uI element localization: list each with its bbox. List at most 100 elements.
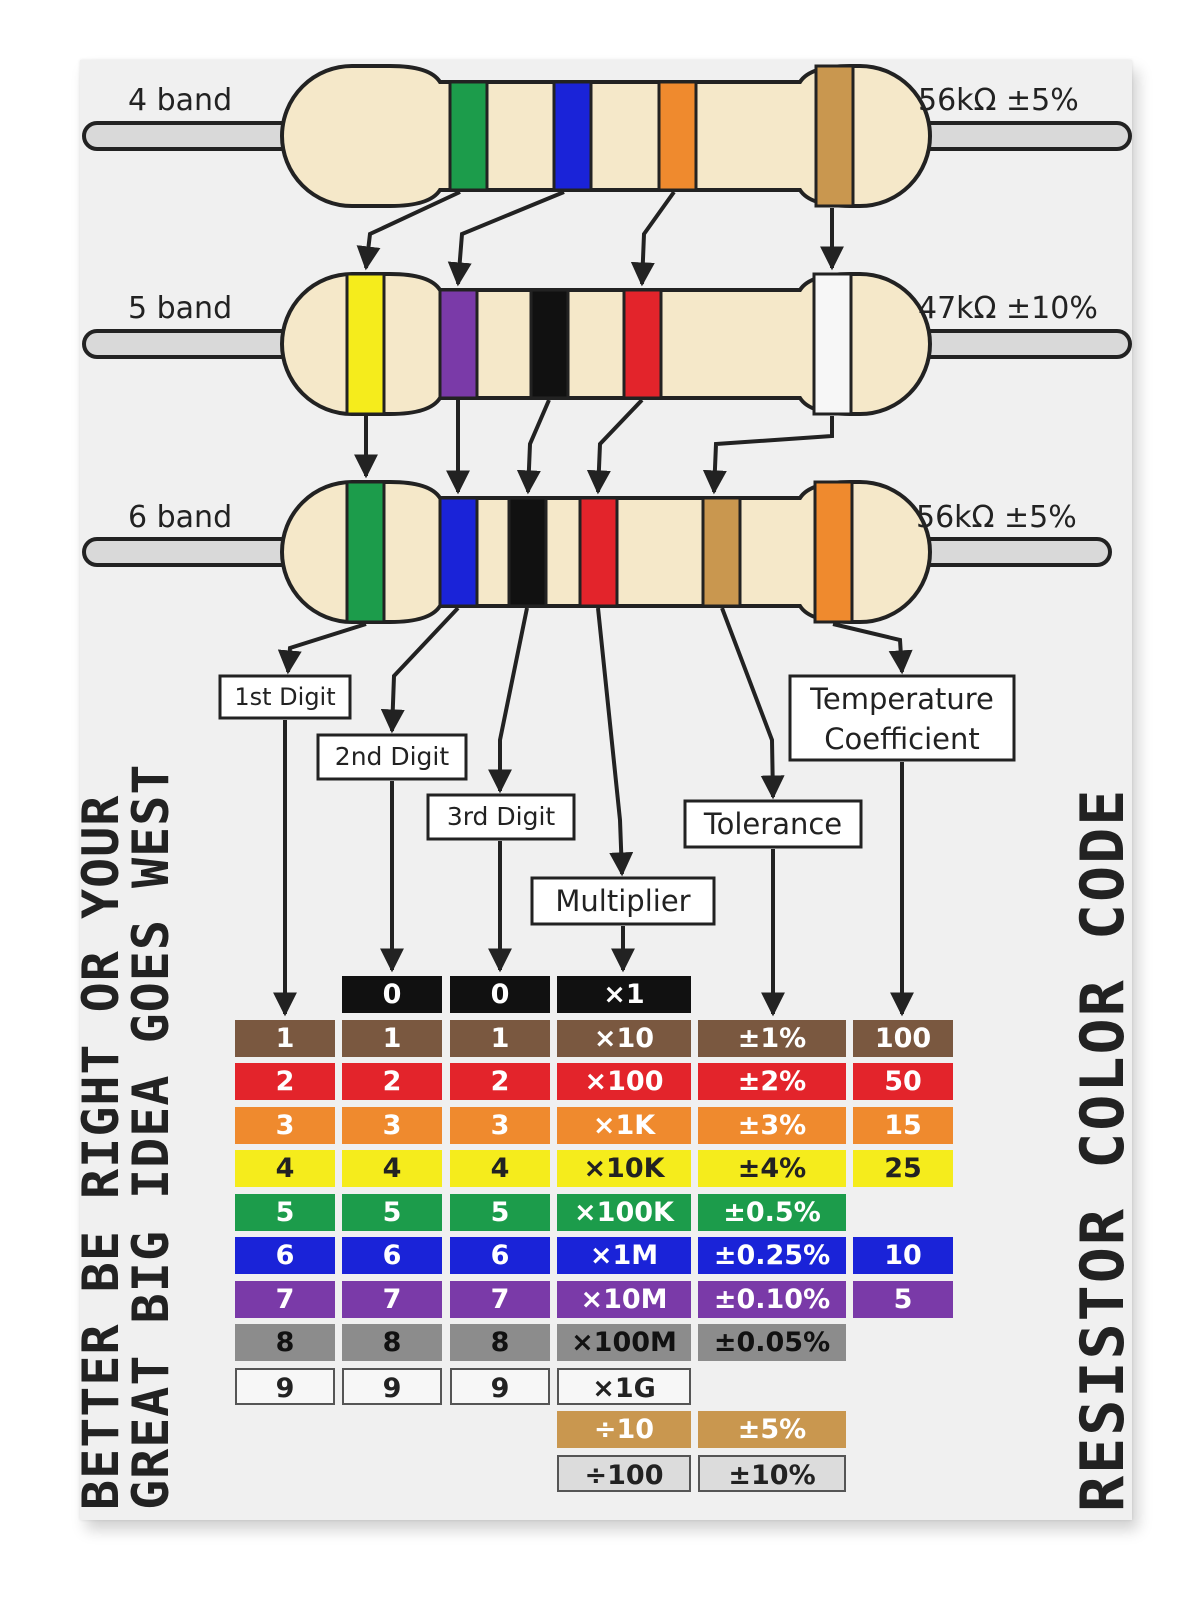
table-cell: 4: [450, 1150, 550, 1187]
poster-title: RESISTOR COLOR CODE: [1068, 787, 1138, 1512]
table-cell: ÷100: [557, 1454, 691, 1492]
arrow-band4-to-box: [596, 607, 634, 877]
box-tolerance-label: Tolerance: [703, 807, 842, 841]
table-cell: 8: [450, 1324, 550, 1361]
box-multiplier: [530, 876, 716, 926]
arrow-5to6-digit3: [516, 399, 551, 495]
arrow-4to5-digit2: [447, 190, 565, 287]
table-cell: 8: [235, 1324, 335, 1361]
table-arrows: [273, 720, 914, 1017]
box-3rd-digit-label: 3rd Digit: [447, 802, 556, 831]
table-cell: 1: [235, 1019, 335, 1057]
arrow-4to5-digit1: [356, 190, 461, 271]
band: [701, 496, 742, 608]
table-cell: 9: [450, 1367, 550, 1405]
band: [345, 272, 386, 416]
resistor-6-band: 6 band 56kΩ ±5%: [82, 480, 1112, 624]
table-cell: 7: [450, 1280, 550, 1318]
resistor-5-band: 5 band 47kΩ ±10%: [82, 272, 1132, 416]
arrow-5to6-tolerance: [702, 416, 834, 495]
table-cell: ×1G: [557, 1367, 691, 1405]
band: [529, 288, 570, 400]
band: [507, 496, 548, 608]
table-cell: ×100M: [557, 1324, 691, 1361]
table-cell: ±0.05%: [698, 1324, 846, 1361]
band-label: 4 band: [128, 83, 232, 118]
band: [814, 64, 855, 208]
lead-left: [82, 121, 296, 151]
box-1st-digit-label: 1st Digit: [234, 683, 335, 711]
table-cell: 50: [853, 1063, 953, 1100]
table-cell: ×1: [557, 976, 691, 1013]
band: [345, 480, 386, 624]
table-cell: 3: [450, 1106, 550, 1144]
table-cell: 15: [853, 1106, 953, 1144]
band-role-boxes: 1st Digit 2nd Digit 3rd Digit Multiplier…: [218, 674, 1016, 926]
table-cell: 8: [342, 1324, 442, 1361]
table-cell: ±4%: [698, 1150, 846, 1187]
band: [448, 80, 489, 192]
table-cell: 3: [342, 1106, 442, 1144]
lead-left: [82, 329, 296, 359]
table-cell: ×10: [557, 1019, 691, 1057]
table-cell: ×10M: [557, 1280, 691, 1318]
band: [657, 80, 698, 192]
band: [813, 480, 854, 624]
table-cell: 7: [342, 1280, 442, 1318]
table-cell: ±2%: [698, 1063, 846, 1100]
table-cell: ±3%: [698, 1106, 846, 1144]
value-label: 56kΩ ±5%: [918, 83, 1079, 118]
table-cell: ±10%: [698, 1454, 846, 1492]
table-cell: ÷10: [557, 1411, 691, 1448]
arrow-band2-to-box: [380, 606, 460, 734]
table-cell: 100: [853, 1019, 953, 1057]
table-cell: 9: [235, 1367, 335, 1405]
table-cell: 5: [342, 1193, 442, 1231]
arrow-4to5-multiplier: [630, 190, 676, 287]
table-cell: 6: [342, 1237, 442, 1274]
table-cell: 4: [235, 1150, 335, 1187]
box-temperature-coefficient: [788, 674, 1016, 762]
table-cell: 10: [853, 1237, 953, 1274]
resistor-4-band: 4 band 56kΩ ±5%: [82, 64, 1132, 208]
table-cell: ±1%: [698, 1019, 846, 1057]
table-cell: ±5%: [698, 1411, 846, 1448]
table-cell: 0: [342, 976, 442, 1013]
table-cell: 5: [853, 1280, 953, 1318]
table-cell: 2: [235, 1063, 335, 1100]
arrow-band6-to-box: [832, 622, 913, 675]
table-cell: 2: [342, 1063, 442, 1100]
role-arrows: [277, 606, 913, 877]
box-tempco-line1: Temperature: [809, 682, 994, 716]
box-tolerance: [683, 799, 863, 849]
table-cell: 5: [235, 1193, 335, 1231]
table-cell: 7: [235, 1280, 335, 1318]
arrow-band1-to-box: [277, 622, 367, 675]
box-multiplier-label: Multiplier: [555, 884, 690, 918]
table-cell: 1: [450, 1019, 550, 1057]
table-cell: ×1K: [557, 1106, 691, 1144]
table-cell: ×10K: [557, 1150, 691, 1187]
table-cell: ±0.5%: [698, 1193, 846, 1231]
value-label: 47kΩ ±10%: [918, 291, 1098, 326]
band-label: 6 band: [128, 500, 232, 535]
band: [438, 496, 479, 608]
table-cell: 4: [342, 1150, 442, 1187]
box-1st-digit: [218, 674, 352, 720]
table-cell: 5: [450, 1193, 550, 1231]
arrow-5to6-multiplier: [586, 398, 644, 495]
box-2nd-digit: [316, 733, 468, 781]
table-cell: ±0.10%: [698, 1280, 846, 1318]
table-cell: 0: [450, 976, 550, 1013]
band-arrows: [354, 190, 844, 495]
table-cell: ×100K: [557, 1193, 691, 1231]
box-3rd-digit: [426, 793, 576, 841]
table-cell: 1: [342, 1019, 442, 1057]
table-cell: 6: [235, 1237, 335, 1274]
band: [578, 496, 619, 608]
band: [552, 80, 593, 192]
arrow-band5-to-box: [720, 607, 785, 800]
value-label: 56kΩ ±5%: [916, 500, 1077, 535]
table-cell: 6: [450, 1237, 550, 1274]
